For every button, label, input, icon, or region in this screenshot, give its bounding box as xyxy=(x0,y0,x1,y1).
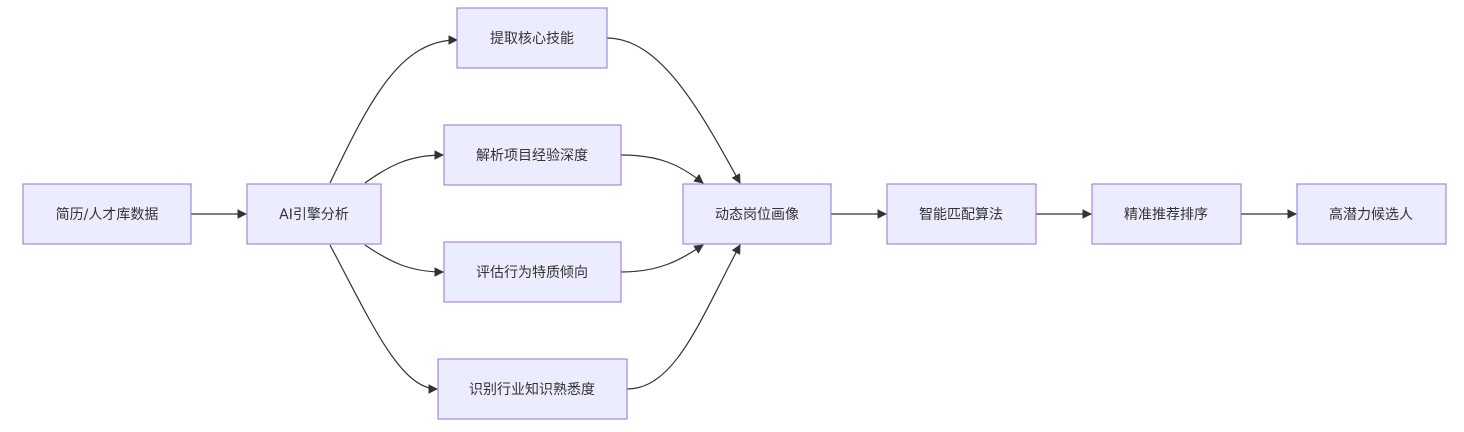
edge-skills-profile xyxy=(606,37,741,184)
node-engine: AI引擎分析 xyxy=(246,183,382,245)
node-output-label: 高潜力候选人 xyxy=(1329,206,1413,223)
edge-engine-industry xyxy=(329,244,438,394)
node-industry-label: 识别行业知识熟悉度 xyxy=(469,381,595,398)
node-rank: 精准推荐排序 xyxy=(1091,183,1242,245)
node-skills-label: 提取核心技能 xyxy=(490,31,574,47)
edge-traits-profile xyxy=(620,244,704,273)
node-skills: 提取核心技能 xyxy=(456,7,608,69)
node-profile-label: 动态岗位画像 xyxy=(715,207,799,223)
node-industry: 识别行业知识熟悉度 xyxy=(437,358,628,420)
node-source: 简历/人才库数据 xyxy=(22,183,192,245)
node-output: 高潜力候选人 xyxy=(1296,183,1447,245)
node-rank-label: 精准推荐排序 xyxy=(1124,207,1208,223)
edge-engine-projects xyxy=(364,150,444,184)
edge-industry-profile xyxy=(626,244,741,390)
node-traits-label: 评估行为特质倾向 xyxy=(476,265,588,281)
node-projects: 解析项目经验深度 xyxy=(443,124,622,186)
node-profile: 动态岗位画像 xyxy=(682,183,832,245)
edge-engine-skills xyxy=(329,35,458,184)
node-traits: 评估行为特质倾向 xyxy=(443,241,622,303)
node-source-label: 简历/人才库数据 xyxy=(56,206,159,223)
node-projects-label: 解析项目经验深度 xyxy=(476,148,588,164)
edge-projects-profile xyxy=(620,154,704,184)
node-match-label: 智能匹配算法 xyxy=(919,207,1003,223)
node-match: 智能匹配算法 xyxy=(886,183,1037,245)
edges xyxy=(191,35,1297,394)
node-engine-label: AI引擎分析 xyxy=(279,207,349,223)
nodes: 简历/人才库数据 AI引擎分析 提取核心技能 解析项目经验深度 评估行为特质倾向… xyxy=(22,7,1447,420)
edge-engine-traits xyxy=(364,244,444,277)
